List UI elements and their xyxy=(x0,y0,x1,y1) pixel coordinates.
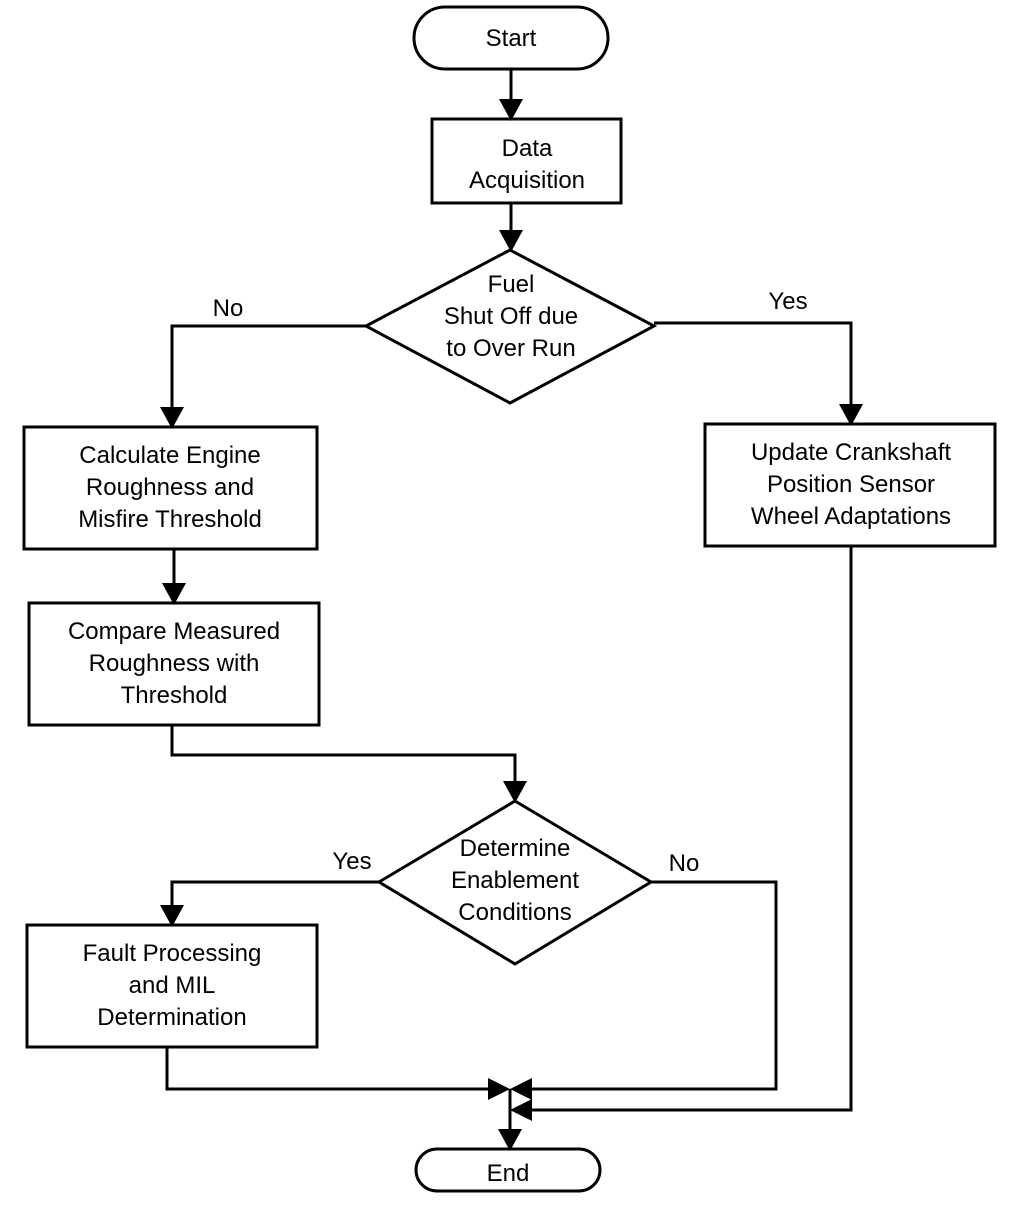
connector-update-to-end xyxy=(530,546,853,1112)
connector-fuel-yes-to-update xyxy=(654,321,853,406)
fuel-shutoff-diamond xyxy=(362,248,658,405)
data-acquisition-box xyxy=(430,117,623,205)
connector-enable-no-to-end xyxy=(530,880,778,1091)
update-label-line1: Update Crankshaft xyxy=(751,439,951,466)
calculate-label-line3: Misfire Threshold xyxy=(78,506,262,533)
node-update-crankshaft: Update Crankshaft Position Sensor Wheel … xyxy=(703,422,997,548)
arrowhead-left-update xyxy=(510,1099,532,1121)
node-fault-processing: Fault Processing and MIL Determination xyxy=(25,923,319,1049)
enablement-diamond xyxy=(376,799,654,966)
arrowhead-down-fuel xyxy=(499,230,523,252)
fault-label-line1: Fault Processing xyxy=(83,940,262,967)
compare-label-line3: Threshold xyxy=(121,682,228,709)
enablement-label-line3: Conditions xyxy=(458,899,571,926)
node-start: Start xyxy=(412,5,610,71)
arrowhead-down-end xyxy=(498,1129,522,1151)
update-label-line2: Position Sensor xyxy=(767,471,935,498)
fault-label-line2: and MIL xyxy=(129,972,216,999)
node-data-acquisition: Data Acquisition xyxy=(430,117,623,205)
fuel-no-label: No xyxy=(213,295,244,322)
data-acquisition-label-line2: Acquisition xyxy=(469,167,585,194)
calculate-label-line1: Calculate Engine xyxy=(79,442,260,469)
arrowhead-down-update xyxy=(839,404,863,426)
arrowhead-down-fault xyxy=(160,905,184,927)
start-label: Start xyxy=(486,25,537,52)
node-enablement-decision: Determine Enablement Conditions xyxy=(376,799,654,966)
fault-processing-box xyxy=(25,923,319,1049)
arrowhead-right-fault xyxy=(488,1078,510,1100)
node-calculate-roughness: Calculate Engine Roughness and Misfire T… xyxy=(22,425,319,551)
node-compare-roughness: Compare Measured Roughness with Threshol… xyxy=(27,601,321,727)
fuel-shutoff-label-line3: to Over Run xyxy=(446,335,575,362)
enable-no-label: No xyxy=(669,850,700,877)
data-acquisition-label-line1: Data xyxy=(502,135,553,162)
fault-label-line3: Determination xyxy=(97,1004,246,1031)
connector-fault-to-end xyxy=(165,1047,490,1091)
update-label-line3: Wheel Adaptations xyxy=(751,503,951,530)
end-terminator xyxy=(414,1147,602,1193)
calculate-label-line2: Roughness and xyxy=(86,474,254,501)
arrowhead-down-compare xyxy=(162,583,186,605)
connector-fuel-no-to-calculate xyxy=(170,324,366,409)
end-label: End xyxy=(487,1160,530,1187)
fuel-shutoff-label-line1: Fuel xyxy=(488,271,535,298)
arrowhead-down-data xyxy=(499,99,523,121)
arrowhead-down-enablement xyxy=(503,781,527,803)
node-end: End xyxy=(414,1147,602,1193)
enablement-label-line1: Determine xyxy=(460,835,571,862)
arrowhead-down-calculate xyxy=(160,407,184,429)
fuel-yes-label: Yes xyxy=(768,288,807,315)
connector-enable-yes-to-fault xyxy=(170,880,379,907)
arrowhead-left-enable-no xyxy=(510,1078,532,1100)
enable-yes-label: Yes xyxy=(332,848,371,875)
node-fuel-shutoff-decision: Fuel Shut Off due to Over Run xyxy=(362,248,658,405)
fuel-shutoff-label-line2: Shut Off due xyxy=(444,303,578,330)
enablement-label-line2: Enablement xyxy=(451,867,579,894)
calculate-roughness-box xyxy=(22,425,319,551)
connector-compare-to-enablement xyxy=(170,725,517,783)
compare-label-line1: Compare Measured xyxy=(68,618,280,645)
compare-label-line2: Roughness with xyxy=(89,650,260,677)
